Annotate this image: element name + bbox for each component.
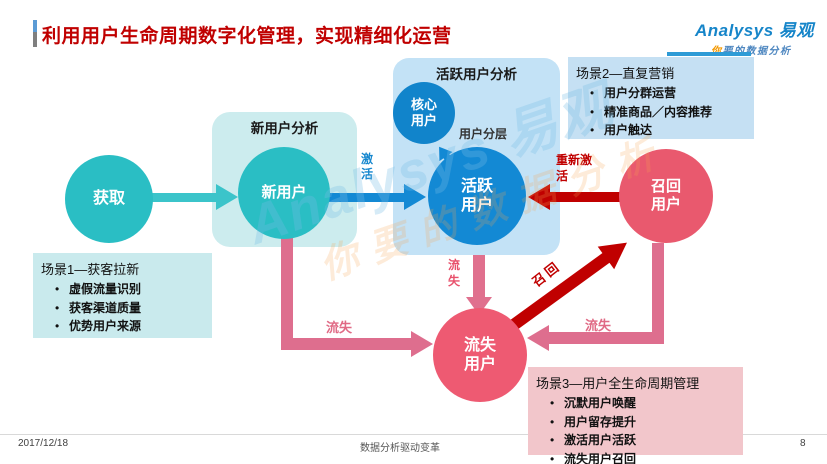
edge-label-churn-from-recall: 流失 <box>585 318 612 333</box>
scenario-3-list: 沉默用户唤醒 用户留存提升 激活用户活跃 流失用户召回 <box>536 394 735 464</box>
list-item: 优势用户来源 <box>55 317 204 336</box>
analysys-logo: Analysys 易观 你要的数据分析 <box>695 16 820 57</box>
footer-divider <box>0 434 827 435</box>
edge-label-reactivate: 重新激活 <box>556 153 593 183</box>
arrowhead-new-to-churn <box>411 331 433 357</box>
edge-label-churn-from-new: 流失 <box>326 320 353 335</box>
scenario-box-1: 场景1—获客拉新 虚假流量识别 获客渠道质量 优势用户来源 <box>33 253 212 338</box>
arrow-new-to-churn-horizontal <box>281 338 413 350</box>
scenario-3-title: 场景3—用户全生命周期管理 <box>536 376 700 391</box>
list-item: 沉默用户唤醒 <box>550 394 735 413</box>
list-item: 虚假流量识别 <box>55 280 204 299</box>
arrow-active-to-churn <box>473 255 485 299</box>
arrow-recall-to-active <box>550 192 620 202</box>
arrow-acquire-to-new <box>152 193 218 202</box>
node-new-user: 新用户 <box>238 147 330 239</box>
scenario-1-list: 虚假流量识别 获客渠道质量 优势用户来源 <box>41 280 204 336</box>
arrowhead-recall-to-churn <box>527 325 549 351</box>
list-item: 流失用户召回 <box>550 450 735 464</box>
node-acquire: 获取 <box>65 155 153 243</box>
arrowhead-acquire-to-new <box>216 184 238 210</box>
footer-motto: 数据分析驱动变革 <box>360 443 440 454</box>
list-item: 获客渠道质量 <box>55 299 204 318</box>
list-item: 用户分群运营 <box>590 84 746 103</box>
arrowhead-new-to-active <box>404 184 426 210</box>
list-item: 激活用户活跃 <box>550 431 735 450</box>
scenario-box-2: 场景2—直复营销 用户分群运营 精准商品／内容推荐 用户触达 <box>568 57 754 139</box>
logo-tagline: 你要的数据分析 <box>711 42 820 57</box>
scenario-2-list: 用户分群运营 精准商品／内容推荐 用户触达 <box>576 84 746 140</box>
arrowhead-recall-to-active <box>528 184 550 210</box>
logo-brand-text: Analysys 易观 <box>695 21 814 40</box>
arrow-recall-to-churn-vertical <box>652 243 664 343</box>
arrow-new-to-active <box>326 193 404 202</box>
node-core-user: 核心用户 <box>393 82 455 144</box>
group-title-active-user-analysis: 活跃用户分析 <box>436 67 517 82</box>
logo-tagline-highlight: 你 <box>711 46 723 57</box>
edge-label-user-segmentation: 用户分层 <box>459 127 508 141</box>
node-active-user: 活跃用户 <box>428 147 526 245</box>
footer-date: 2017/12/18 <box>18 438 69 449</box>
node-churn-user: 流失用户 <box>433 308 527 402</box>
scenario-2-title: 场景2—直复营销 <box>576 66 675 81</box>
list-item: 精准商品／内容推荐 <box>590 103 746 122</box>
scenario-box-3: 场景3—用户全生命周期管理 沉默用户唤醒 用户留存提升 激活用户活跃 流失用户召… <box>528 367 743 464</box>
title-accent-bar <box>33 20 37 47</box>
group-title-new-user-analysis: 新用户分析 <box>250 121 319 136</box>
node-recall-user: 召回用户 <box>619 149 713 243</box>
footer-page-number: 8 <box>800 438 806 449</box>
arrow-new-to-churn-vertical <box>281 236 293 342</box>
logo-tagline-rest: 要的数据分析 <box>722 46 792 57</box>
list-item: 用户触达 <box>590 121 746 140</box>
edge-label-activate: 激活 <box>361 152 374 181</box>
arrow-recall-to-churn-horizontal <box>549 332 664 344</box>
list-item: 用户留存提升 <box>550 413 735 432</box>
page-title: 利用用户生命周期数字化管理，实现精细化运营 <box>42 26 452 47</box>
edge-label-churn-from-active: 流失 <box>448 258 461 288</box>
logo-underline <box>667 52 751 56</box>
scenario-1-title: 场景1—获客拉新 <box>41 262 140 277</box>
